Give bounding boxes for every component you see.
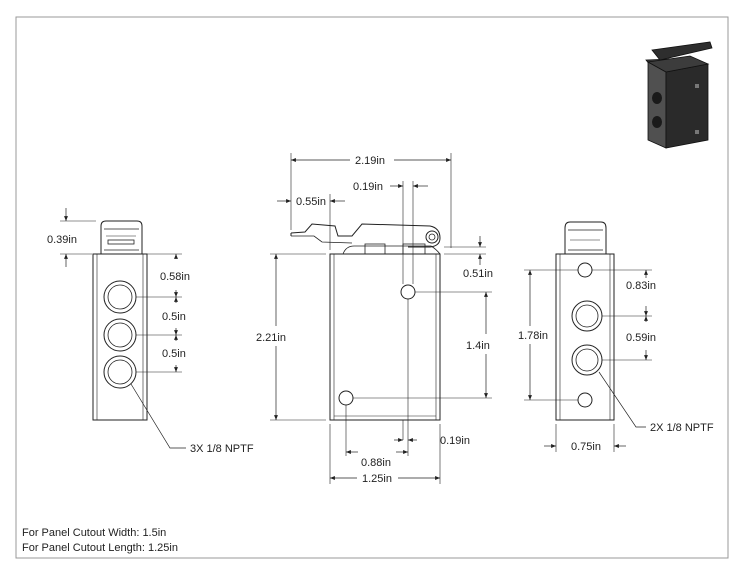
left-port: [103, 280, 137, 314]
front-bottom-hole: [338, 390, 354, 406]
left-port: [103, 355, 137, 389]
dim-front-body-top-offset: 0.51in: [463, 268, 493, 280]
right-port: [571, 344, 603, 376]
right-top-hole: [577, 262, 593, 278]
dim-front-bottom-hole-x: 0.88in: [361, 457, 391, 469]
left-port: [103, 318, 137, 352]
dim-left-pitch-mid: 0.5in: [162, 311, 186, 323]
right-body: [555, 253, 615, 421]
dim-left-pitch-low: 0.5in: [162, 348, 186, 360]
panel-cutout-width-note: For Panel Cutout Width: 1.5in: [22, 527, 167, 539]
dim-front-hole-spacing: 1.4in: [466, 340, 490, 352]
left-body: [92, 253, 148, 421]
right-ports-callout: 2X 1/8 NPTF: [650, 422, 714, 434]
dim-right-hole-spacing: 1.78in: [518, 330, 548, 342]
sheet-border: [15, 16, 729, 559]
dim-left-pitch-top: 0.58in: [160, 271, 190, 283]
right-bottom-hole: [577, 392, 593, 408]
front-top-hole: [400, 284, 416, 300]
right-port: [571, 300, 603, 332]
left-side-view: 0.39in 0.58in 0.5in 0.5in 3X 1/8 NPTF: [47, 208, 254, 455]
dim-front-height: 2.21in: [256, 332, 286, 344]
left-ports-callout: 3X 1/8 NPTF: [190, 443, 254, 455]
right-side-view: 1.78in 0.83in 0.59in 0.75in 2X 1/8 NPTF: [518, 221, 714, 453]
dim-front-lever-offset: 0.55in: [296, 196, 326, 208]
dim-right-port-pitch: 0.59in: [626, 332, 656, 344]
panel-cutout-length-note: For Panel Cutout Length: 1.25in: [22, 542, 178, 554]
product-3d-icon: [645, 41, 713, 149]
dim-front-overall-width: 2.19in: [355, 155, 385, 167]
dim-right-body-width: 0.75in: [571, 441, 601, 453]
dim-left-top-offset: 0.39in: [47, 234, 77, 246]
dim-front-bottom-hole-edge: 0.19in: [440, 435, 470, 447]
front-view: 2.19in 0.19in 0.55in 0.51in 2.21in 1.4in: [256, 153, 493, 485]
front-body: [329, 253, 441, 421]
dim-front-top-hole-offset: 0.19in: [353, 181, 383, 193]
dim-front-body-width: 1.25in: [362, 473, 392, 485]
dim-right-port-top: 0.83in: [626, 280, 656, 292]
